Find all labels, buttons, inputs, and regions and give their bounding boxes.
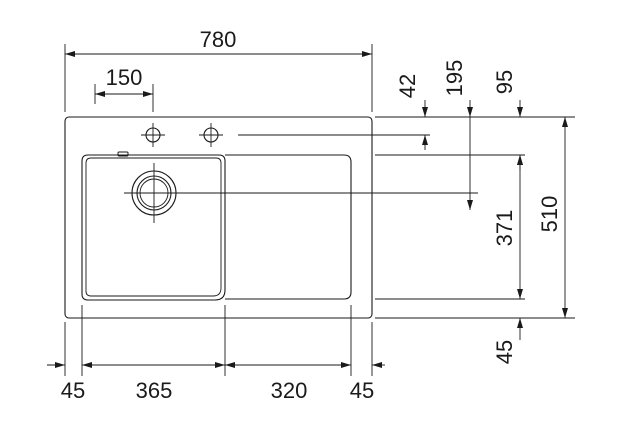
dim-label-365: 365 [136,378,173,403]
dim-label-45-left: 45 [61,378,85,403]
sink-bowl [81,151,226,301]
tap-hole-left [141,123,165,147]
dim-label-510: 510 [537,196,562,233]
sink-outline [64,116,373,319]
dim-bottom-chain: 45 365 320 45 [47,305,385,403]
dim-label-320: 320 [271,378,308,403]
dim-label-45-bottom: 45 [492,340,517,364]
dim-label-42: 42 [395,74,420,98]
dim-drain-offset: 195 [442,60,473,210]
sink-drainer [225,154,352,300]
dim-label-150: 150 [106,65,143,90]
dim-label-371: 371 [492,210,517,247]
tap-hole-right [199,123,430,147]
dim-label-45-right: 45 [350,378,374,403]
dim-label-195: 195 [442,60,467,97]
dim-tap-spacing: 150 [94,65,154,112]
dim-bottom-edge: 45 [492,318,523,364]
dim-overall-depth: 510 [537,117,568,318]
right-reference-lines [375,116,575,319]
drain-outlet [124,163,478,223]
dim-overall-width: 780 [64,27,373,112]
dim-label-780: 780 [200,27,237,52]
dim-label-95: 95 [492,70,517,94]
dim-bowl-depth: 371 [492,155,523,299]
dim-tap-hole-offset: 42 [395,74,428,150]
